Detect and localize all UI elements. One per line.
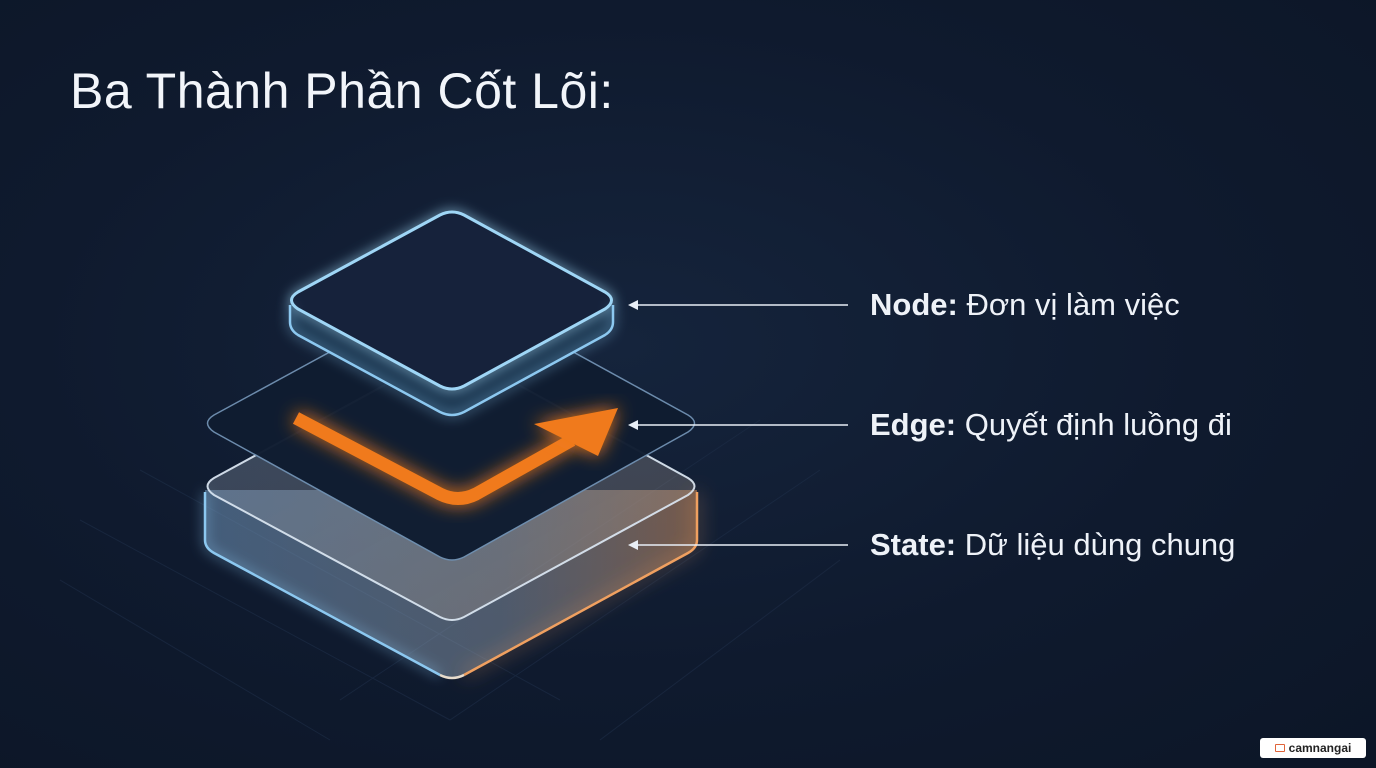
edge-arrow-head xyxy=(534,408,618,456)
edge-arrow-shaft xyxy=(292,412,576,505)
state-description: Dữ liệu dùng chung xyxy=(956,527,1236,562)
node-layer xyxy=(288,210,615,417)
edge-description: Quyết định luồng đi xyxy=(956,407,1232,442)
node-slab-top xyxy=(290,210,613,391)
node-term: Node: xyxy=(870,287,958,322)
state-label: State: Dữ liệu dùng chung xyxy=(870,527,1235,563)
book-icon xyxy=(1274,744,1285,752)
node-pointer-arrowhead xyxy=(628,300,638,310)
node-description: Đơn vị làm việc xyxy=(957,287,1180,322)
edge-label: Edge: Quyết định luồng đi xyxy=(870,407,1232,443)
watermark-text: camnangai xyxy=(1288,741,1352,755)
node-label: Node: Đơn vị làm việc xyxy=(870,287,1180,323)
edge-pointer-arrowhead xyxy=(628,420,638,430)
state-pointer-arrowhead xyxy=(628,540,638,550)
slide-title: Ba Thành Phần Cốt Lõi: xyxy=(70,63,614,119)
pointer-lines xyxy=(628,300,848,550)
state-term: State: xyxy=(870,527,957,562)
watermark-badge[interactable]: camnangai xyxy=(1260,738,1366,758)
edge-term: Edge: xyxy=(870,407,957,442)
